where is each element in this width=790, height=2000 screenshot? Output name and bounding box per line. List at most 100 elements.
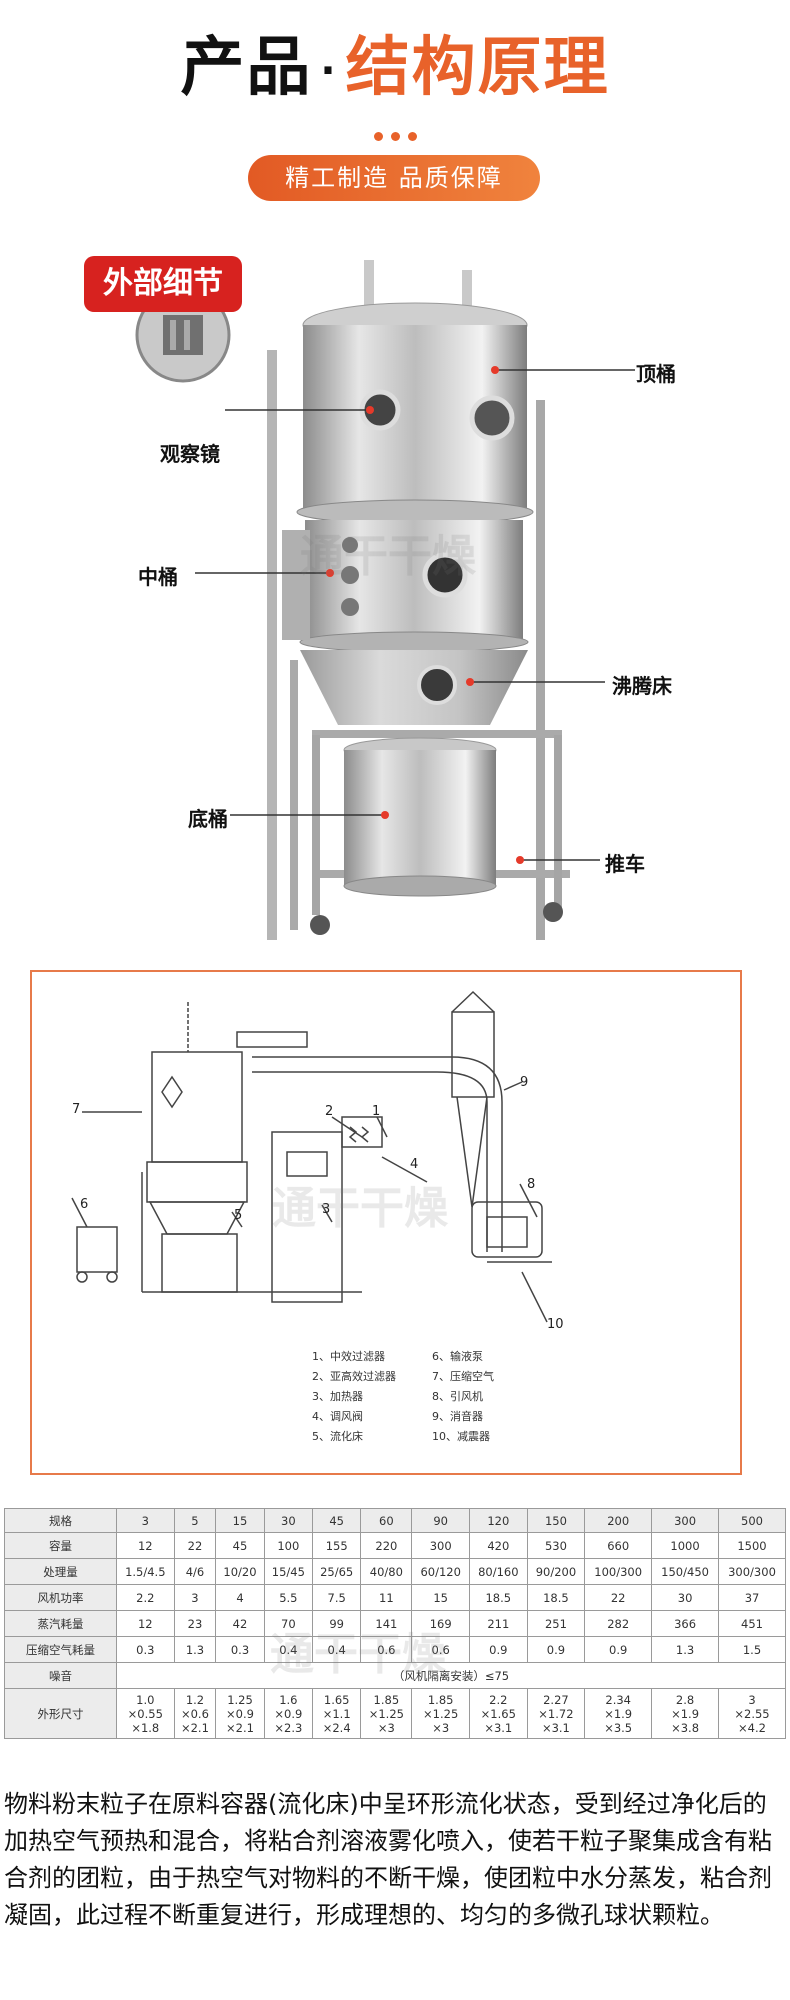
table-cell: 2.27×1.72×3.1 [526,1688,586,1739]
legend-item: 9、消音器 [432,1410,483,1423]
row-label: 规格 [4,1508,117,1533]
page-title: 产品·结构原理 [0,28,790,111]
external-details-badge: 外部细节 [84,256,242,312]
table-cell: 3×2.55×4.2 [718,1688,786,1739]
table-cell: 451 [718,1610,786,1637]
label-4: 4 [410,1157,419,1172]
dimension-line: 2.34 [605,1692,631,1707]
table-cell: 282 [584,1610,653,1637]
table-cell: 169 [411,1610,470,1637]
table-cell: 40/80 [360,1558,413,1585]
table-cell: 2.2 [116,1584,175,1611]
label-10: 10 [547,1317,564,1332]
table-cell: 60 [360,1508,413,1533]
legend-item: 8、引风机 [432,1390,483,1403]
table-cell: 30 [651,1584,720,1611]
table-cell: 60/120 [411,1558,470,1585]
table-cell: 150 [526,1508,586,1533]
callout-sight-glass: 观察镜 [160,442,220,466]
table-cell: 0.3 [215,1636,265,1663]
row-label: 蒸汽耗量 [4,1610,117,1637]
dimension-line: ×1.25 [423,1706,459,1721]
table-cell: 30 [263,1508,314,1533]
table-cell: 530 [526,1532,586,1559]
table-cell: 2.2×1.65×3.1 [468,1688,528,1739]
table-cell: 90/200 [526,1558,586,1585]
dimension-line: 1.65 [323,1692,350,1707]
table-cell: 0.4 [312,1636,362,1663]
table-cell: 150/450 [651,1558,720,1585]
table-cell: 1000 [651,1532,720,1559]
dimension-line: ×0.9 [226,1706,254,1721]
table-cell: 300/300 [718,1558,786,1585]
table-cell: 0.4 [263,1636,314,1663]
dimension-line: 2.8 [675,1692,695,1707]
table-cell: 45 [312,1508,362,1533]
dimension-line: ×0.9 [274,1706,303,1721]
table-cell: 1.85×1.25×3 [411,1688,470,1739]
table-cell: 1.85×1.25×3 [360,1688,413,1739]
table-cell: 22 [173,1532,217,1559]
dimension-line: 1.85 [373,1692,400,1707]
dimension-line: 1.6 [279,1692,298,1707]
table-cell: 18.5 [468,1584,528,1611]
row-label: 压缩空气耗量 [4,1636,117,1663]
label-5: 5 [234,1208,243,1223]
table-cell: 1.3 [173,1636,217,1663]
table-cell: 1.6×0.9×2.3 [263,1688,314,1739]
table-cell: 1.5/4.5 [116,1558,175,1585]
legend-item: 6、输液泵 [432,1350,483,1363]
dimension-line: ×3.8 [671,1720,700,1735]
row-label: 容量 [4,1532,117,1559]
table-cell: 18.5 [526,1584,586,1611]
table-cell: 1.65×1.1×2.4 [312,1688,362,1739]
table-cell: 660 [584,1532,653,1559]
callout-bottom-barrel: 底桶 [188,807,228,831]
table-cell: 0.6 [411,1636,470,1663]
table-cell: 23 [173,1610,217,1637]
table-cell: 300 [651,1508,720,1533]
dimension-line: ×2.1 [226,1720,254,1735]
callout-middle-barrel: 中桶 [138,565,178,589]
row-label: 风机功率 [4,1584,117,1611]
table-cell: 25/65 [312,1558,362,1585]
table-row: 噪音（风机隔离安装）≤75 [4,1662,786,1689]
table-cell: 12 [116,1532,175,1559]
row-label: 外形尺寸 [4,1688,117,1739]
table-cell: 420 [468,1532,528,1559]
legend-item: 3、加热器 [312,1390,363,1403]
table-cell: 1.5 [718,1636,786,1663]
table-cell: 90 [411,1508,470,1533]
table-cell: 7.5 [312,1584,362,1611]
table-cell: 155 [312,1532,362,1559]
table-cell: 12 [116,1610,175,1637]
dimension-line: 1.25 [227,1692,253,1707]
table-cell: 0.3 [116,1636,175,1663]
table-cell: 45 [215,1532,265,1559]
noise-value: （风机隔离安装）≤75 [116,1662,786,1689]
decorative-dots [0,126,790,145]
dimension-line: ×3.1 [541,1720,570,1735]
legend-item: 7、压缩空气 [432,1370,494,1383]
table-cell: 100 [263,1532,314,1559]
title-dot: · [320,48,338,95]
table-cell: 0.9 [468,1636,528,1663]
table-cell: 3 [173,1584,217,1611]
label-2: 2 [325,1104,334,1119]
machine-illustration [135,260,635,940]
table-cell: 211 [468,1610,528,1637]
label-6: 6 [80,1197,89,1212]
table-cell: 1.25×0.9×2.1 [215,1688,265,1739]
table-cell: 300 [411,1532,470,1559]
dimension-line: ×1.9 [604,1706,633,1721]
label-7: 7 [72,1102,81,1117]
dimension-line: ×1.72 [538,1706,574,1721]
table-cell: 1.3 [651,1636,720,1663]
slogan-banner: 精工制造 品质保障 [248,155,540,201]
